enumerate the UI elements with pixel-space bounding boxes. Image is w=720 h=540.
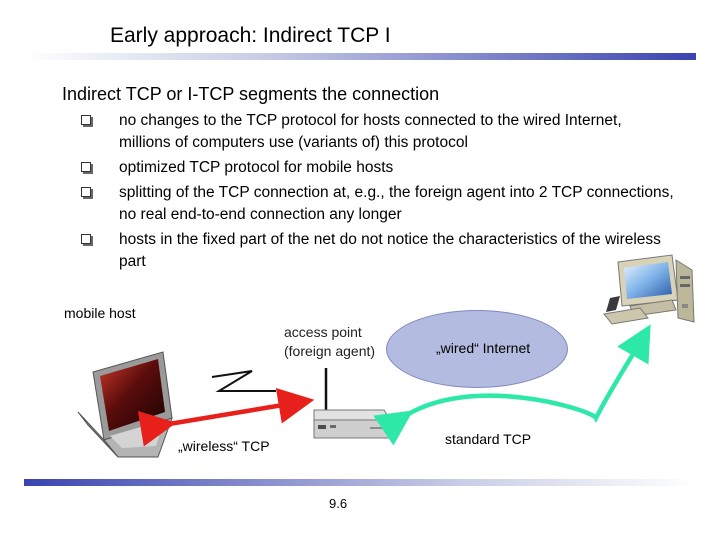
bullet-item: hosts in the fixed part of the net do no… xyxy=(75,229,675,273)
slide-title: Early approach: Indirect TCP I xyxy=(110,24,391,47)
slide-heading: Indirect TCP or I-TCP segments the conne… xyxy=(62,84,440,104)
wireless-tcp-arrow xyxy=(137,387,315,447)
bullet-text: optimized TCP protocol for mobile hosts xyxy=(119,159,394,176)
access-point-line1: access point xyxy=(284,324,362,340)
title-underline xyxy=(24,53,696,60)
bullet-item: optimized TCP protocol for mobile hosts xyxy=(75,157,675,179)
checkbox-bullet-icon xyxy=(81,162,91,172)
footer-bar xyxy=(24,479,696,486)
checkbox-bullet-icon xyxy=(81,187,91,197)
access-point-icon xyxy=(313,409,391,439)
standard-tcp-arrow xyxy=(373,324,651,446)
checkbox-bullet-icon xyxy=(81,234,91,244)
bullet-list: no changes to the TCP protocol for hosts… xyxy=(75,110,675,276)
mobile-host-label: mobile host xyxy=(64,305,136,321)
bullet-item: no changes to the TCP protocol for hosts… xyxy=(75,110,675,154)
access-point-line2: (foreign agent) xyxy=(284,343,376,359)
bullet-text: splitting of the TCP connection at, e.g.… xyxy=(119,184,674,223)
wireless-link-icon xyxy=(211,370,276,392)
bullet-item: splitting of the TCP connection at, e.g.… xyxy=(75,182,675,226)
access-point-label: access point (foreign agent) xyxy=(284,323,375,361)
laptop-icon xyxy=(77,351,173,458)
page-number: 9.6 xyxy=(329,496,348,511)
bullet-text: no changes to the TCP protocol for hosts… xyxy=(119,112,622,151)
bullet-text: hosts in the fixed part of the net do no… xyxy=(119,231,661,270)
checkbox-bullet-icon xyxy=(81,115,91,125)
desktop-computer-icon xyxy=(603,254,695,325)
